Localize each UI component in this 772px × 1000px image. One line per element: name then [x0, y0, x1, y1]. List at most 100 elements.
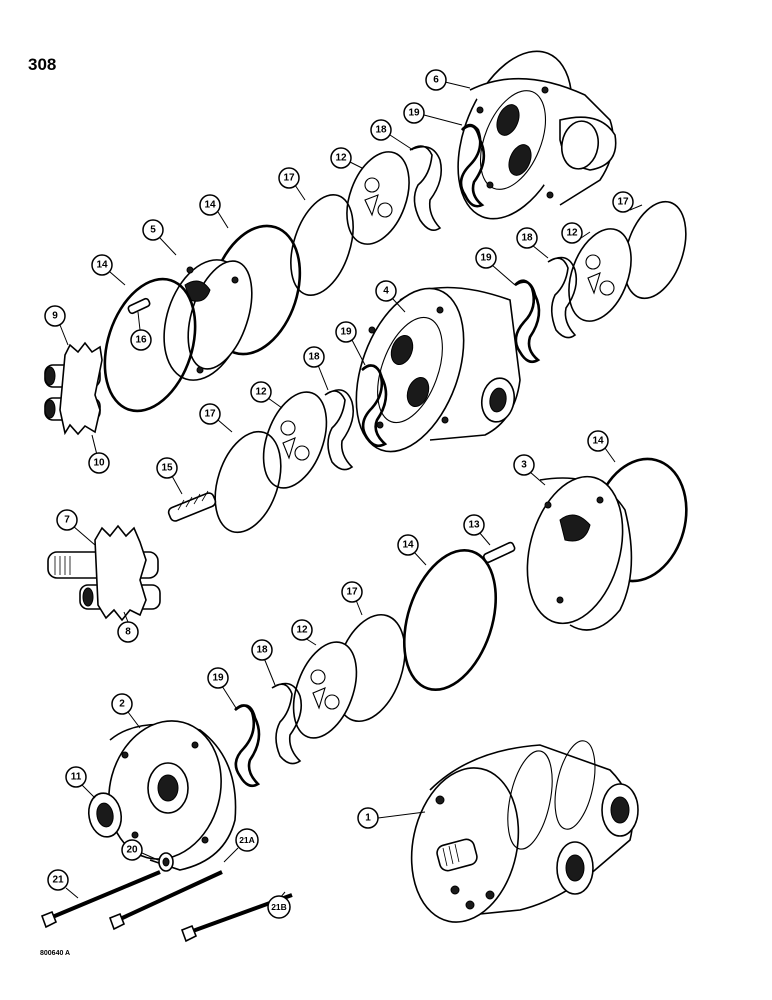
svg-text:11: 11: [71, 772, 82, 783]
callout-17-middle: 17: [199, 403, 233, 433]
part-11-shaft-seal: [87, 792, 123, 838]
part-17-ring-middle: [214, 430, 282, 534]
svg-text:7: 7: [64, 515, 70, 526]
svg-text:20: 20: [126, 845, 138, 856]
svg-text:19: 19: [212, 673, 224, 684]
callout-19-right: 19: [475, 247, 516, 286]
callout-20: 20: [121, 839, 159, 861]
svg-text:2: 2: [119, 699, 125, 710]
svg-text:18: 18: [256, 645, 268, 656]
svg-text:8: 8: [125, 627, 131, 638]
part-9-10-gear-pair: [44, 341, 103, 436]
part-19-seal-right: [514, 279, 541, 364]
callout-10: 10: [88, 434, 110, 474]
part-12-wear-plate-lower: [292, 641, 358, 739]
svg-text:17: 17: [346, 587, 358, 598]
svg-text:5: 5: [150, 225, 156, 236]
svg-text:12: 12: [335, 153, 347, 164]
part-3-plate: [526, 475, 633, 631]
part-17-ring-top-left: [290, 193, 354, 297]
svg-text:12: 12: [296, 625, 308, 636]
svg-text:19: 19: [408, 108, 420, 119]
part-4-center-body: [355, 286, 521, 453]
callout-2: 2: [111, 693, 141, 729]
callout-12-top: 12: [330, 147, 363, 169]
svg-text:17: 17: [283, 173, 295, 184]
part-15-coupling: [167, 490, 217, 522]
callout-12-middle: 12: [250, 381, 283, 409]
part-21a-bolt: [108, 870, 223, 931]
svg-text:15: 15: [161, 463, 173, 474]
svg-text:9: 9: [52, 311, 58, 322]
callout-12-right: 12: [561, 222, 591, 244]
callout-19-middle: 19: [335, 321, 366, 366]
part-18-gasket-top: [409, 145, 443, 231]
svg-text:21B: 21B: [271, 902, 287, 912]
callout-5: 5: [142, 219, 177, 256]
svg-text:6: 6: [433, 75, 439, 86]
callout-3: 3: [513, 454, 546, 486]
callout-11: 11: [65, 766, 96, 799]
callout-14-upper: 14: [199, 194, 229, 229]
svg-text:10: 10: [93, 458, 105, 469]
svg-text:16: 16: [135, 335, 147, 346]
part-2-front-cover: [108, 720, 237, 871]
callout-18-top: 18: [370, 119, 414, 151]
svg-text:19: 19: [340, 327, 352, 338]
svg-text:14: 14: [402, 540, 414, 551]
svg-text:18: 18: [375, 125, 387, 136]
callout-8: 8: [117, 611, 139, 643]
part-20-washer: [158, 852, 174, 872]
svg-text:12: 12: [566, 228, 578, 239]
svg-text:14: 14: [204, 200, 216, 211]
callout-14-lower: 14: [397, 534, 427, 566]
svg-text:21: 21: [52, 875, 64, 886]
svg-text:14: 14: [96, 260, 108, 271]
callout-7: 7: [56, 509, 96, 546]
svg-text:18: 18: [521, 233, 533, 244]
reference-code: 800640 A: [40, 950, 70, 957]
callout-18-middle: 18: [303, 346, 329, 391]
svg-text:18: 18: [308, 352, 320, 363]
callout-14-right-lower: 14: [587, 430, 616, 463]
callout-21b: 21B: [267, 891, 291, 919]
svg-text:1: 1: [365, 813, 371, 824]
callout-21a: 21A: [223, 828, 259, 863]
part-5-plate: [163, 259, 253, 381]
part-1-pump-assembly: [410, 740, 639, 923]
callout-18-right: 18: [516, 227, 549, 259]
part-7-8-gear-pair: [47, 524, 161, 622]
callout-14-left: 14: [91, 254, 126, 286]
svg-text:4: 4: [383, 286, 389, 297]
part-14-oring-lower: [402, 549, 498, 691]
svg-text:17: 17: [204, 409, 216, 420]
callout-21: 21: [47, 869, 79, 899]
callout-18-lower: 18: [251, 639, 276, 686]
part-18-gasket-middle: [324, 389, 355, 471]
callout-13: 13: [463, 514, 491, 546]
part-18-gasket-lower: [271, 682, 303, 765]
callout-1: 1: [357, 807, 426, 829]
svg-text:21A: 21A: [239, 835, 255, 845]
callout-9: 9: [44, 305, 69, 346]
part-21-bolt: [40, 870, 161, 929]
page-number: 308: [28, 55, 56, 74]
svg-text:14: 14: [592, 436, 604, 447]
svg-text:19: 19: [480, 253, 492, 264]
svg-text:3: 3: [521, 460, 527, 471]
svg-text:13: 13: [468, 520, 480, 531]
part-19-seal-top: [459, 123, 486, 208]
callout-15: 15: [156, 457, 183, 495]
callout-19-top: 19: [403, 102, 463, 126]
callout-17-top-left: 17: [278, 167, 306, 201]
svg-text:17: 17: [617, 197, 629, 208]
callout-12-lower: 12: [291, 619, 317, 646]
callout-16: 16: [130, 311, 152, 351]
part-12-wear-plate-top: [346, 151, 410, 245]
part-18-gasket-right: [547, 256, 578, 339]
callout-17-lower: 17: [341, 581, 363, 616]
part-6-rear-body: [457, 50, 617, 220]
part-16-dowel-pin: [127, 297, 151, 315]
svg-text:12: 12: [255, 387, 267, 398]
